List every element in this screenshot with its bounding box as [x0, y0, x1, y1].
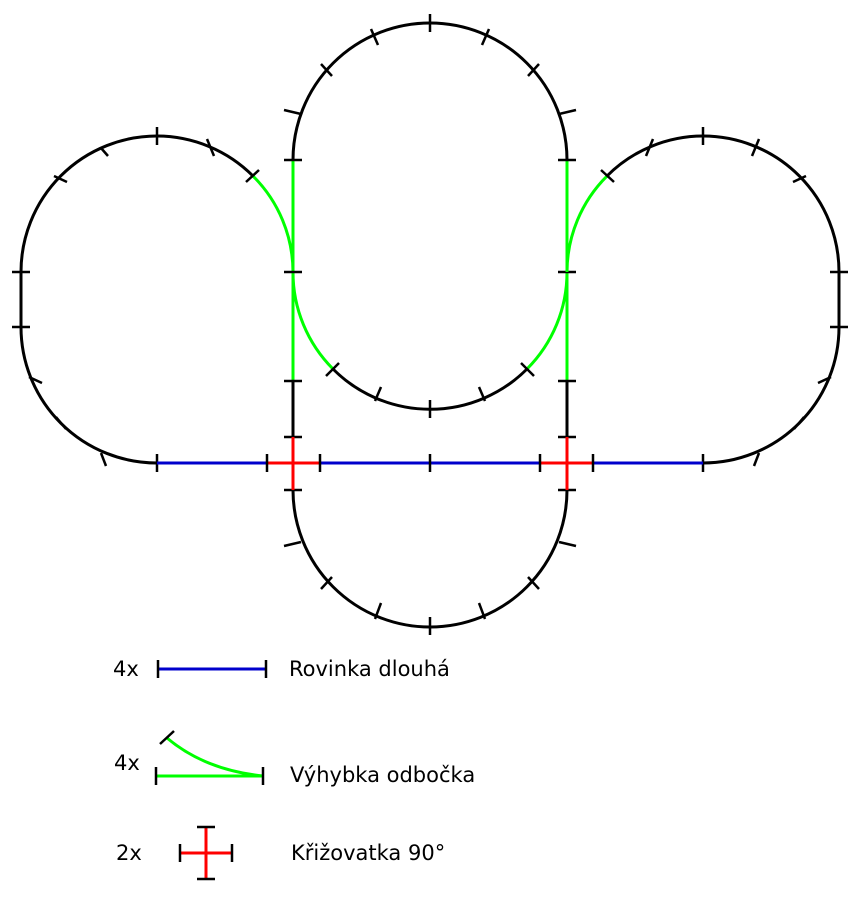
legend-turnout-symbol — [154, 730, 265, 785]
left-loop — [19, 134, 255, 465]
crossing-right — [540, 437, 593, 490]
inner-loop-right-turnout — [525, 271, 569, 371]
top-loop-ties — [283, 14, 577, 162]
legend-count-2: 4x — [114, 751, 140, 775]
legend-count-3: 2x — [116, 841, 142, 865]
bottom-loop-track — [291, 489, 569, 629]
straight-ties — [265, 454, 595, 472]
left-loop-ties — [12, 127, 260, 472]
legend-label-3: Křižovatka 90° — [291, 841, 445, 865]
legend-count-1: 4x — [113, 657, 139, 681]
legend-label-1: Rovinka dlouhá — [289, 657, 450, 681]
top-loop-track — [291, 21, 569, 161]
crossing-left — [267, 437, 320, 490]
right-loop-turnout-curve — [565, 174, 609, 273]
inner-loop-left-turnout — [291, 271, 335, 371]
left-loop-track — [19, 134, 255, 465]
legend-crossing-symbol — [178, 825, 234, 881]
legend-label-2: Výhybka odbočka — [290, 763, 475, 787]
inner-loop-ties — [325, 362, 535, 418]
right-loop-ties — [600, 127, 848, 472]
legend-straight-symbol — [156, 660, 268, 678]
left-loop-turnout-curve — [251, 174, 295, 273]
legend: 4x Rovinka dlouhá 4x Výhybka odbočka 2x — [113, 657, 475, 881]
bottom-loop-ties — [283, 488, 577, 635]
right-loop-track — [605, 134, 841, 465]
